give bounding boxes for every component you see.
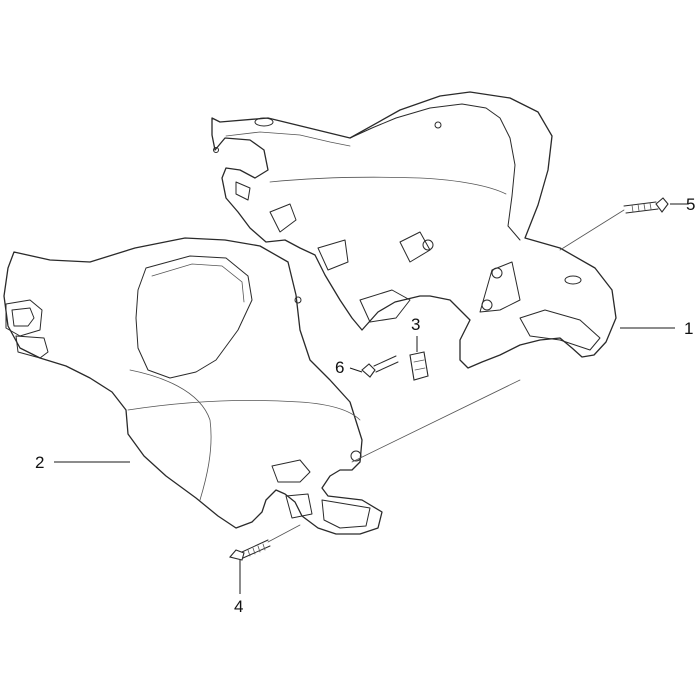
callout-6: 6 (335, 358, 344, 377)
callout-3: 3 (411, 315, 420, 334)
part-5-screw (623, 197, 669, 214)
assembly-line-cover (351, 379, 521, 463)
part-6-screw (361, 355, 399, 378)
part-3-clip (409, 351, 429, 381)
part-1-rear-handlebar-cover (211, 91, 617, 369)
callout-1: 1 (684, 319, 693, 338)
part-2-front-handlebar-cover (3, 237, 383, 535)
callout-5: 5 (686, 195, 695, 214)
callout-4: 4 (234, 597, 243, 616)
assembly-line-4 (267, 524, 301, 543)
callout-labels: 1 2 3 4 5 6 (35, 195, 695, 616)
part-4-screw (229, 539, 271, 561)
leader-6 (349, 367, 363, 373)
assembly-line-5 (559, 209, 625, 251)
callout-2: 2 (35, 453, 44, 472)
leader-lines (54, 203, 688, 594)
